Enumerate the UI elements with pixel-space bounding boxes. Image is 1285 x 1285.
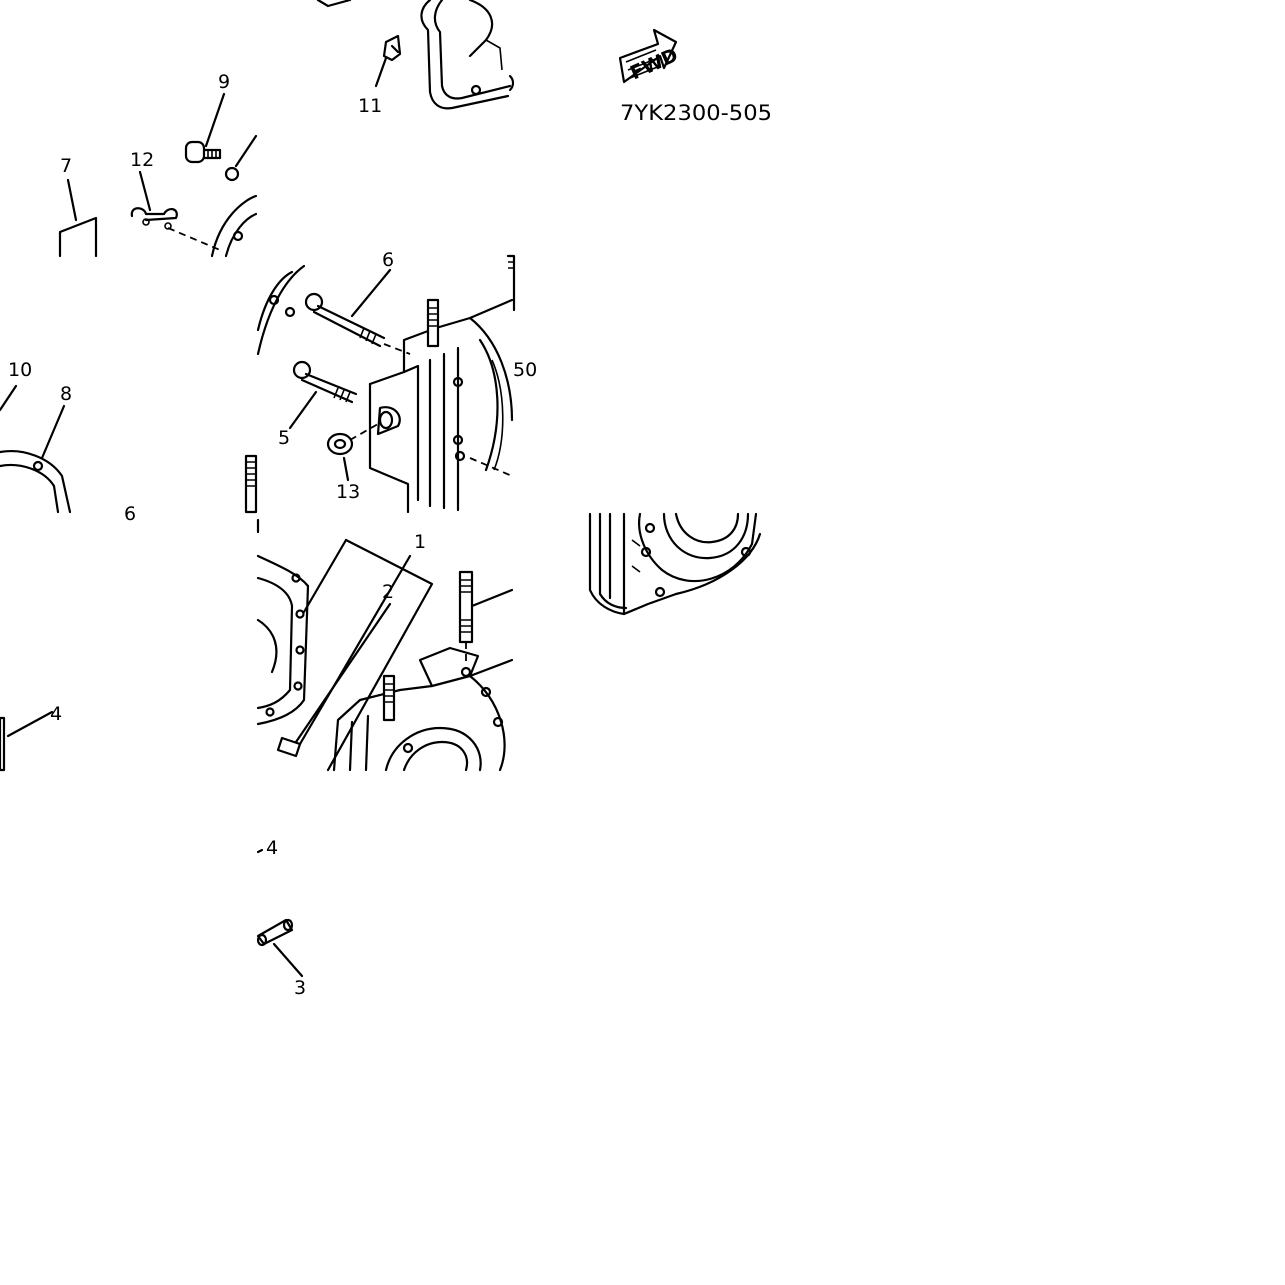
label-part-7: 7 bbox=[60, 155, 72, 177]
label-part-13: 13 bbox=[336, 481, 360, 503]
label-part-1: 1 bbox=[414, 531, 426, 553]
label-part-12: 12 bbox=[130, 149, 154, 171]
label-part-10: 10 bbox=[8, 359, 32, 381]
label-part-5: 5 bbox=[278, 427, 290, 449]
label-part-6-left: 6 bbox=[124, 503, 136, 525]
label-part-8: 8 bbox=[60, 383, 72, 405]
middle-left-parts-tile: 10 8 6 bbox=[0, 359, 258, 525]
upper-left-parts-tile: 9 12 7 bbox=[58, 71, 258, 258]
label-part-4-bottom: 4 bbox=[266, 837, 278, 859]
label-part-9: 9 bbox=[218, 71, 230, 93]
label-part-11: 11 bbox=[358, 95, 382, 117]
label-part-4-left: 4 bbox=[50, 703, 62, 725]
cylinder-block-tile: 6 5 13 bbox=[256, 249, 537, 514]
label-part-3: 3 bbox=[294, 977, 306, 999]
fragment-text: 50 bbox=[513, 359, 537, 381]
diagram-code: 7YK2300-505 bbox=[620, 101, 772, 125]
crankcase-tile: 1 2 bbox=[256, 518, 514, 772]
cover-plate-tile: 11 bbox=[316, 0, 515, 117]
lower-left-parts-tile: 4 bbox=[0, 703, 62, 772]
fwd-arrow-badge: FWD bbox=[618, 28, 681, 84]
label-part-6-top: 6 bbox=[382, 249, 394, 271]
pin-parts-tile: 4 3 bbox=[256, 837, 306, 999]
flange-fragment-tile bbox=[588, 512, 762, 616]
